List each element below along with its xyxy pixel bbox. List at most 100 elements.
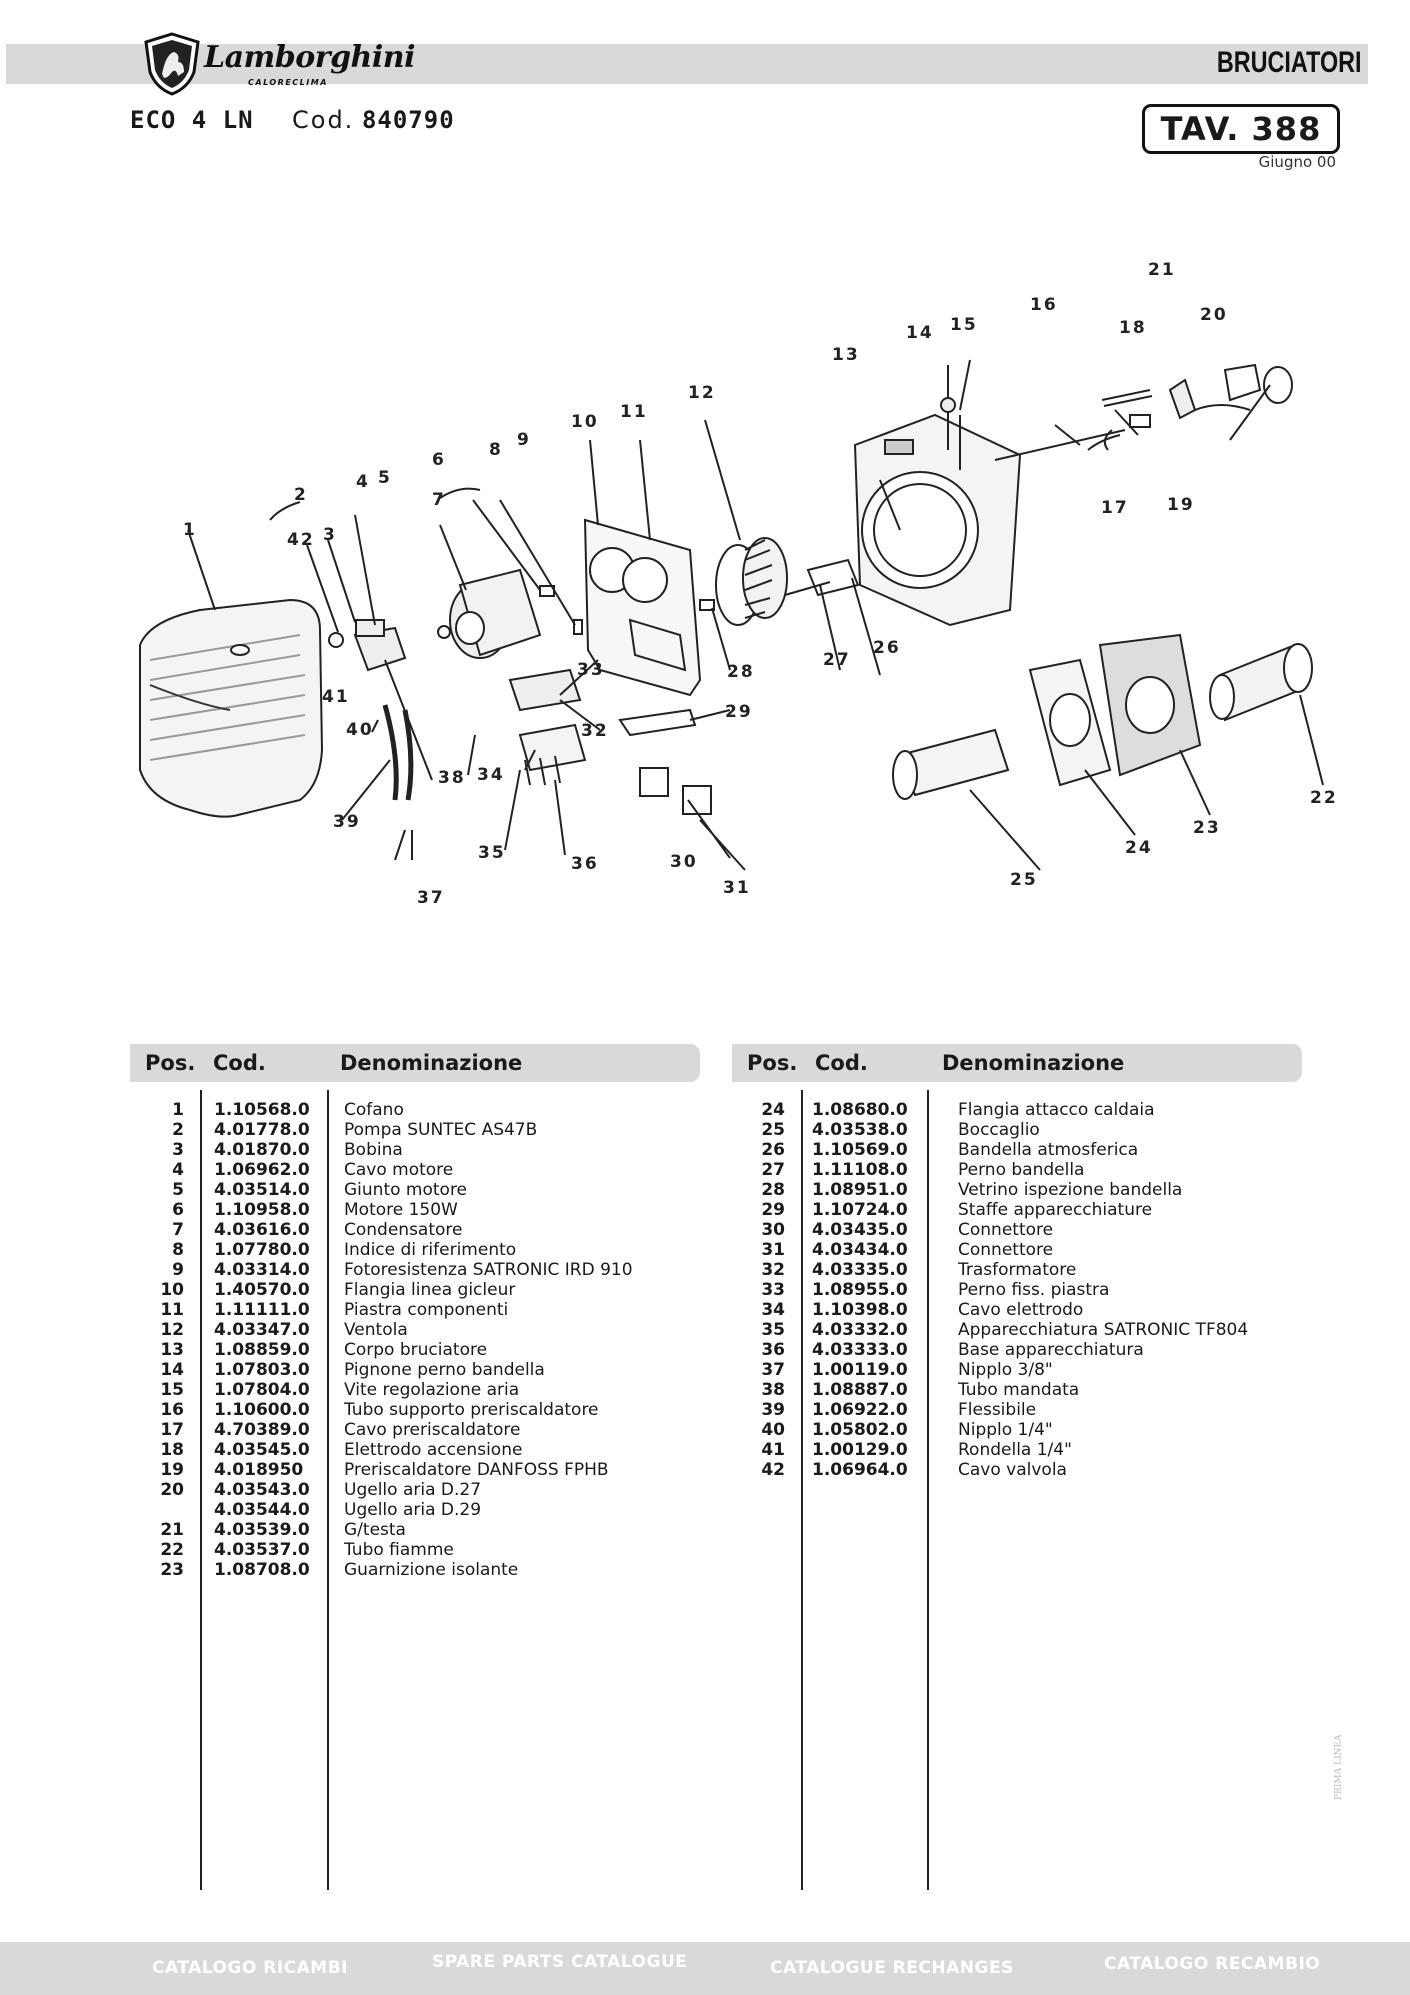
cell-pos: 35 <box>761 1320 785 1340</box>
cell-cod: 4.03435.0 <box>812 1220 908 1240</box>
cell-pos: 37 <box>761 1360 785 1380</box>
cell-cod: 4.03314.0 <box>214 1260 310 1280</box>
cell-cod: 4.018950 <box>214 1460 304 1480</box>
header-pos: Pos. <box>145 1051 196 1075</box>
product-code: Cod. 840790 <box>292 106 455 134</box>
callout-34: 34 <box>477 765 505 785</box>
cell-pos: 42 <box>761 1460 785 1480</box>
cell-den: Bandella atmosferica <box>958 1140 1139 1160</box>
callout-31: 31 <box>723 878 751 898</box>
cell-cod: 1.08680.0 <box>812 1100 908 1120</box>
column-divider <box>927 1090 929 1890</box>
cell-cod: 1.08951.0 <box>812 1180 908 1200</box>
cell-den: Tubo fiamme <box>344 1540 454 1560</box>
callout-39: 39 <box>333 812 361 832</box>
cell-den: Ugello aria D.27 <box>344 1480 482 1500</box>
column-divider <box>200 1090 202 1890</box>
cell-pos: 19 <box>160 1460 184 1480</box>
cell-den: Connettore <box>958 1240 1054 1260</box>
footer-label-es: CATALOGO RECAMBIO <box>1104 1954 1321 1974</box>
cell-pos: 36 <box>761 1340 785 1360</box>
callout-40: 40 <box>346 720 374 740</box>
callout-24: 24 <box>1125 838 1153 858</box>
callout-41: 41 <box>322 687 350 707</box>
cell-cod: 4.03332.0 <box>812 1320 908 1340</box>
callout-11: 11 <box>620 402 648 422</box>
cell-pos: 31 <box>761 1240 785 1260</box>
cell-den: Cavo motore <box>344 1160 454 1180</box>
cell-cod: 1.10958.0 <box>214 1200 310 1220</box>
cell-pos: 10 <box>160 1280 184 1300</box>
cell-cod: 1.10600.0 <box>214 1400 310 1420</box>
cell-cod: 1.10398.0 <box>812 1300 908 1320</box>
callout-35: 35 <box>478 843 506 863</box>
cell-pos: 1 <box>172 1100 184 1120</box>
code-value: 840790 <box>361 106 455 134</box>
cell-cod: 1.08859.0 <box>214 1340 310 1360</box>
cell-den: Tubo mandata <box>958 1380 1080 1400</box>
callout-23: 23 <box>1193 818 1221 838</box>
cell-cod: 4.03543.0 <box>214 1480 310 1500</box>
callout-37: 37 <box>417 888 445 908</box>
cell-pos: 38 <box>761 1380 785 1400</box>
cell-pos: 26 <box>761 1140 785 1160</box>
cell-den: Pignone perno bandella <box>344 1360 545 1380</box>
cell-den: Vite regolazione aria <box>344 1380 520 1400</box>
cell-cod: 1.00129.0 <box>812 1440 908 1460</box>
footer-label-en: SPARE PARTS CATALOGUE <box>432 1952 688 1972</box>
cell-cod: 4.03538.0 <box>812 1120 908 1140</box>
cell-pos: 17 <box>160 1420 184 1440</box>
cell-cod: 1.08887.0 <box>812 1380 908 1400</box>
callout-28: 28 <box>727 662 755 682</box>
callout-30: 30 <box>670 852 698 872</box>
brand-name: Lamborghini <box>204 40 415 75</box>
cell-den: Staffe apparecchiature <box>958 1200 1153 1220</box>
callout-1: 1 <box>183 520 197 540</box>
cell-pos: 27 <box>761 1160 785 1180</box>
callout-36: 36 <box>571 854 599 874</box>
cell-den: Connettore <box>958 1220 1054 1240</box>
cell-den: Cofano <box>344 1100 404 1120</box>
cell-cod: 4.03539.0 <box>214 1520 310 1540</box>
cell-cod: 4.03335.0 <box>812 1260 908 1280</box>
cell-pos: 23 <box>160 1560 184 1580</box>
brand-logo: Lamborghini CALORECLIMA <box>142 30 415 100</box>
issue-date: Giugno 00 <box>1258 153 1336 171</box>
callout-25: 25 <box>1010 870 1038 890</box>
cell-den: Pompa SUNTEC AS47B <box>344 1120 538 1140</box>
cell-cod: 1.10569.0 <box>812 1140 908 1160</box>
cell-pos: 13 <box>160 1340 184 1360</box>
callout-32: 32 <box>581 721 609 741</box>
callout-22: 22 <box>1310 788 1338 808</box>
header-den: Denominazione <box>942 1051 1125 1075</box>
callout-7: 7 <box>432 490 446 510</box>
callout-6: 6 <box>432 450 446 470</box>
header-band <box>6 44 1368 84</box>
cell-cod: 1.07803.0 <box>214 1360 310 1380</box>
cell-cod: 4.01778.0 <box>214 1120 310 1140</box>
cell-den: Fotoresistenza SATRONIC IRD 910 <box>344 1260 633 1280</box>
cell-den: Perno fiss. piastra <box>958 1280 1110 1300</box>
cell-den: Trasformatore <box>958 1260 1077 1280</box>
cell-den: Cavo valvola <box>958 1460 1067 1480</box>
cell-den: Indice di riferimento <box>344 1240 517 1260</box>
column-divider <box>801 1090 803 1890</box>
cell-pos: 39 <box>761 1400 785 1420</box>
cell-cod: 4.01870.0 <box>214 1140 310 1160</box>
cell-den: Cavo elettrodo <box>958 1300 1084 1320</box>
cell-den: Preriscaldatore DANFOSS FPHB <box>344 1460 609 1480</box>
cell-pos: 6 <box>172 1200 184 1220</box>
cell-den: Bobina <box>344 1140 403 1160</box>
header-pos: Pos. <box>747 1051 798 1075</box>
footer-label-it: CATALOGO RICAMBI <box>152 1958 348 1978</box>
cell-pos: 20 <box>160 1480 184 1500</box>
cell-cod: 1.06922.0 <box>812 1400 908 1420</box>
column-divider <box>327 1090 329 1890</box>
cell-cod: 4.03514.0 <box>214 1180 310 1200</box>
cell-cod: 1.08708.0 <box>214 1560 310 1580</box>
callout-18: 18 <box>1119 318 1147 338</box>
cell-den: Perno bandella <box>958 1160 1085 1180</box>
cell-cod: 1.06962.0 <box>214 1160 310 1180</box>
